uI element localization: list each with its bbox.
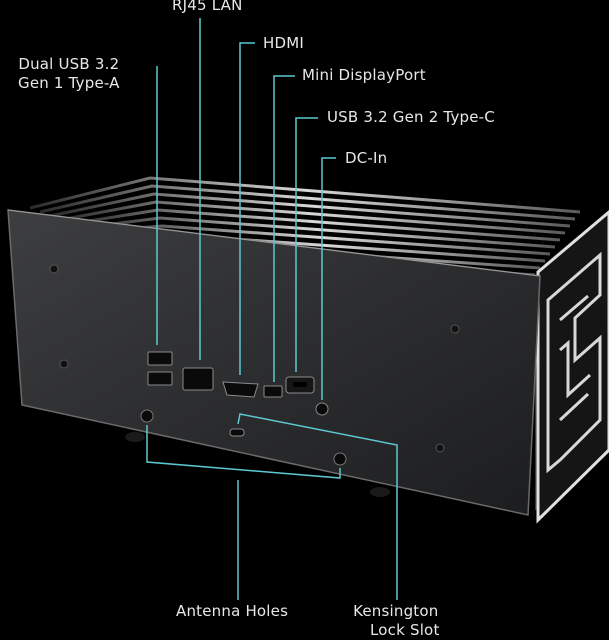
dc-in-port	[315, 402, 329, 416]
mini-displayport	[263, 385, 283, 398]
rj45-port	[182, 367, 214, 391]
label-mini-displayport: Mini DisplayPort	[302, 66, 426, 84]
label-kensington-lock: Kensington Lock Slot	[352, 602, 440, 640]
callout-lines	[146, 18, 398, 600]
feet	[125, 432, 390, 497]
label-dual-usb-a: Dual USB 3.2 Gen 1 Type-A	[18, 55, 120, 93]
hdmi-port	[222, 381, 259, 398]
label-hdmi: HDMI	[263, 34, 304, 52]
label-dual-usb-a-line2: Gen 1 Type-A	[18, 74, 120, 92]
end-cap	[536, 210, 609, 524]
label-kensington-line1: Kensington	[353, 602, 439, 620]
screws	[49, 264, 460, 453]
label-dc-in: DC-In	[345, 149, 388, 167]
label-rj45-lan: RJ45 LAN	[172, 0, 243, 14]
antenna-hole-left	[140, 409, 154, 423]
ports	[140, 351, 347, 466]
antenna-hole-right	[333, 452, 347, 466]
label-dual-usb-a-line1: Dual USB 3.2	[18, 55, 120, 73]
label-kensington-line2: Lock Slot	[370, 621, 440, 639]
label-antenna-holes: Antenna Holes	[176, 602, 289, 620]
label-usb-c: USB 3.2 Gen 2 Type-C	[327, 108, 495, 126]
kensington-slot	[229, 428, 245, 437]
usb-a-ports	[147, 351, 173, 386]
